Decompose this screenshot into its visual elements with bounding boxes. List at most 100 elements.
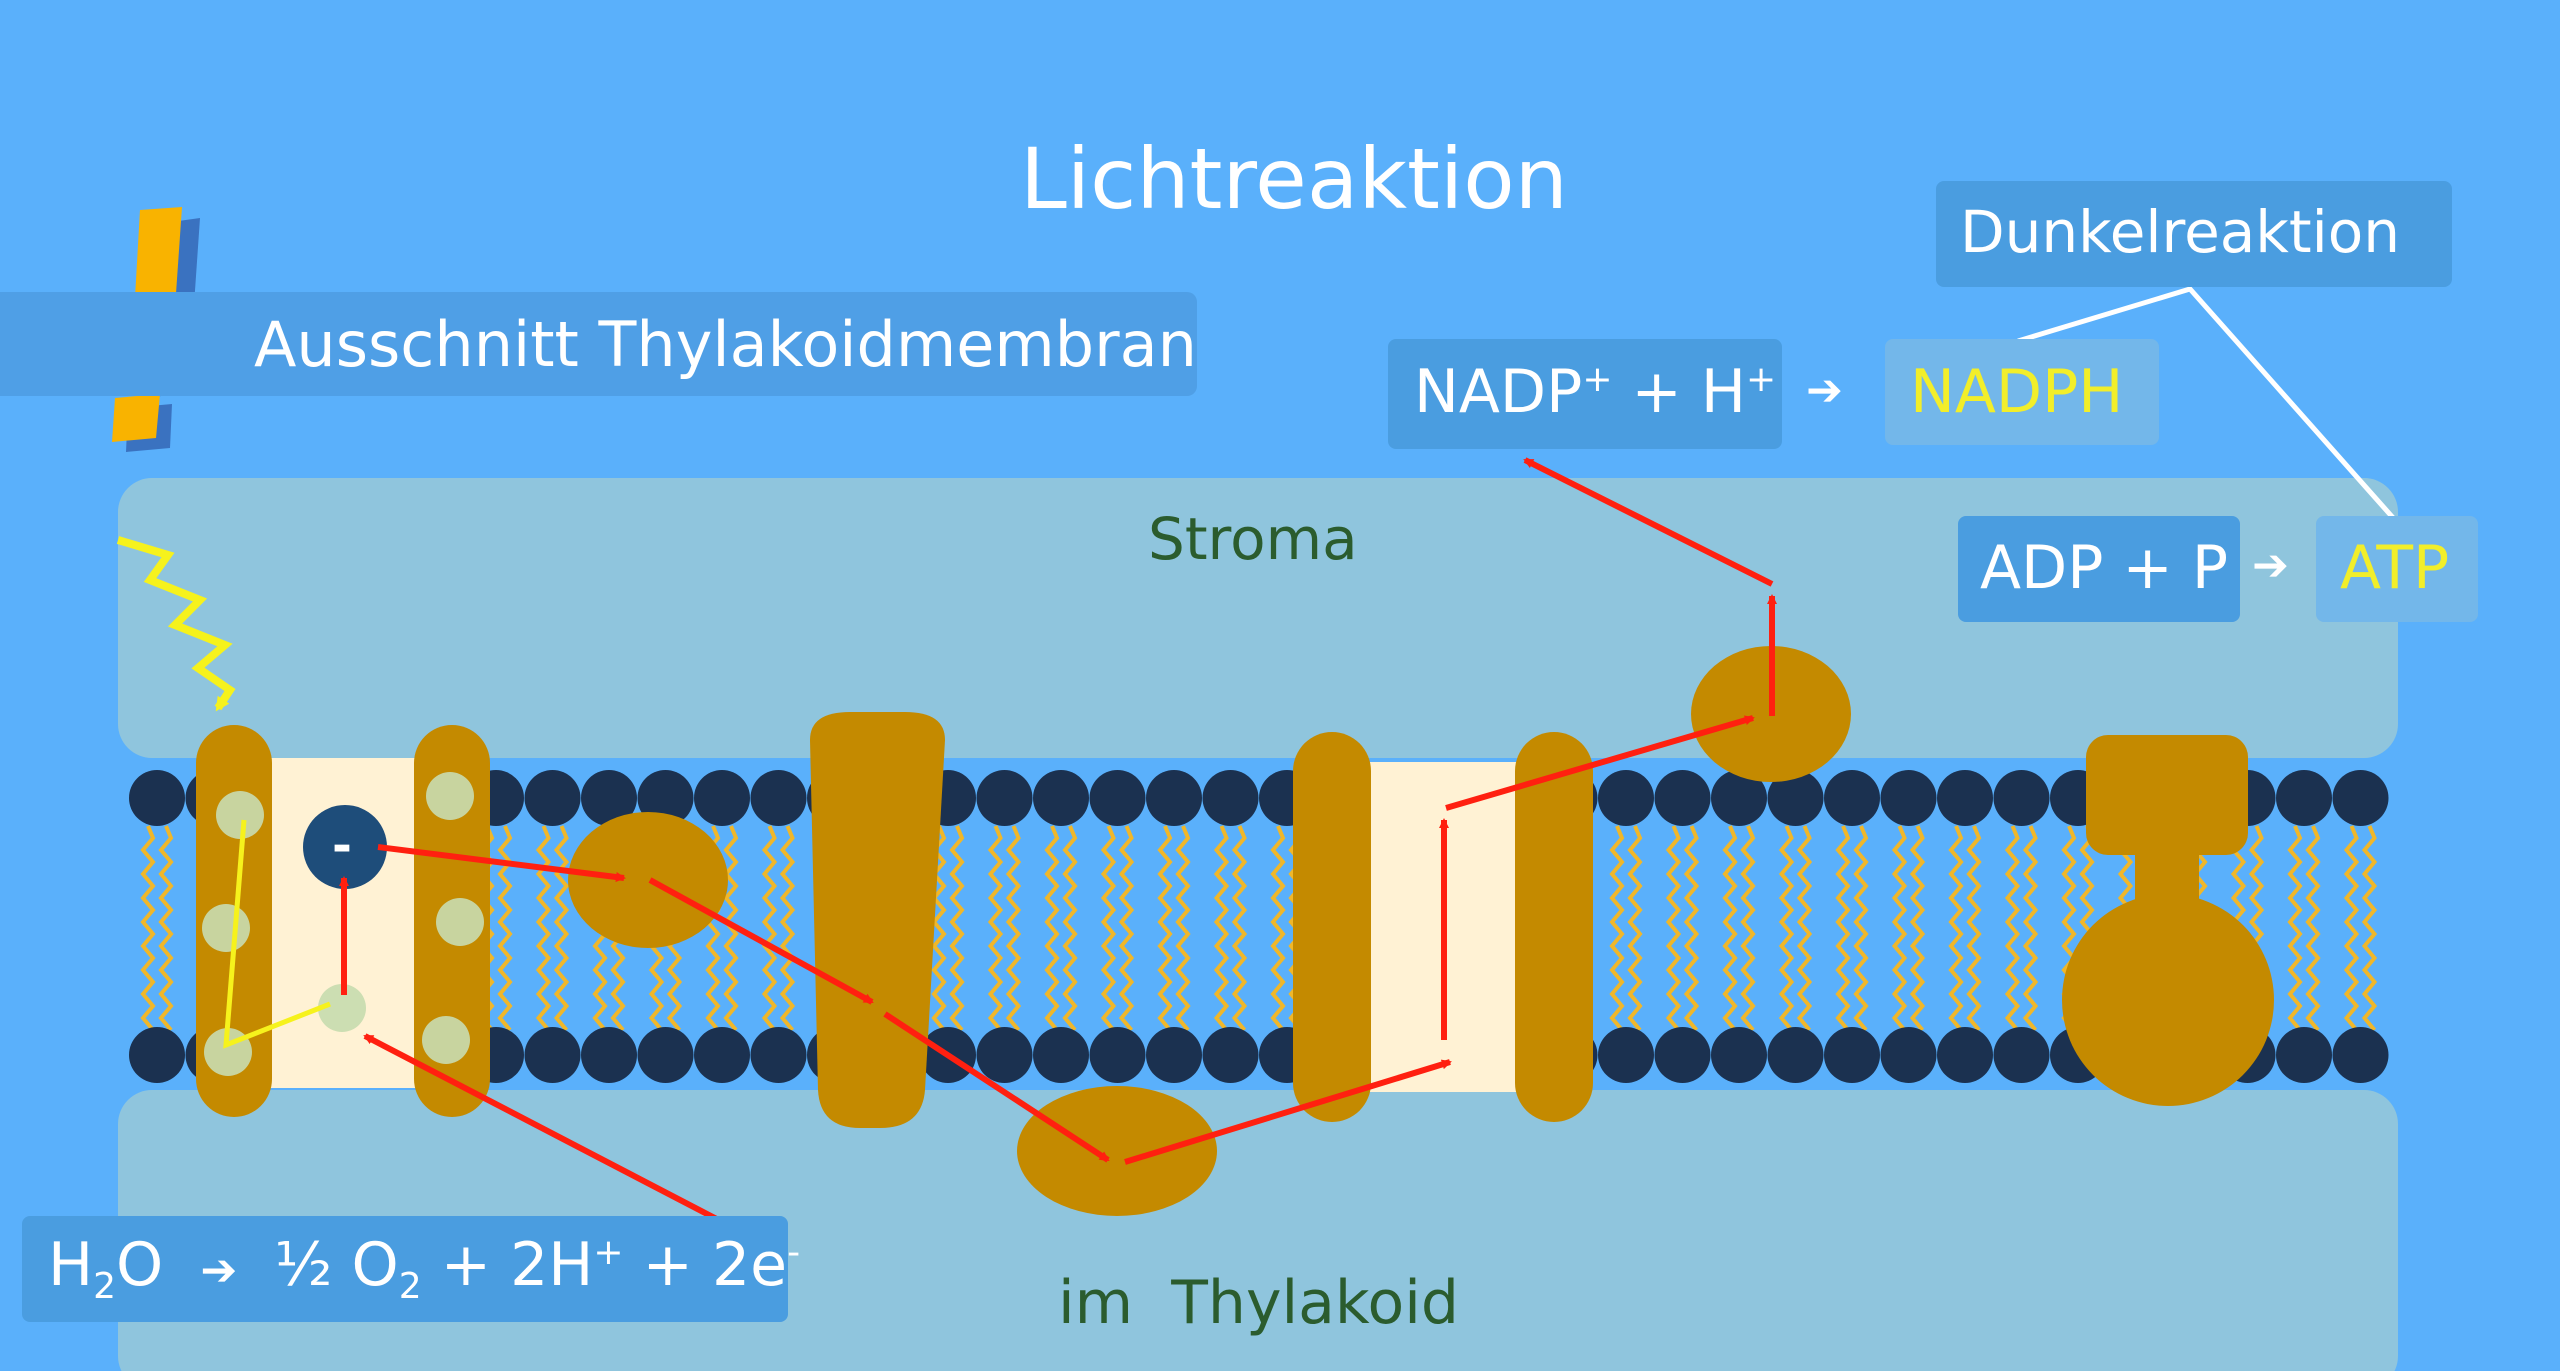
electron-circle bbox=[303, 805, 387, 889]
photosystem-i-left-pillar bbox=[1293, 732, 1371, 1122]
electron-charge: - bbox=[787, 1232, 801, 1273]
water-equation-box bbox=[22, 1216, 788, 1322]
water-electron-path bbox=[363, 1033, 736, 1231]
electron-path-2 bbox=[377, 844, 626, 882]
lipid-head bbox=[1202, 1027, 1259, 1083]
nadp-charge: + bbox=[1582, 359, 1613, 400]
nadph-product: NADPH bbox=[1910, 357, 2124, 427]
lipid-tail bbox=[1213, 825, 1230, 1032]
lipid-tail bbox=[1891, 825, 1908, 1032]
lipid-tail bbox=[497, 825, 513, 1032]
proton-charge: + bbox=[593, 1232, 624, 1273]
excerpt-label: Ausschnitt Thylakoidmembran bbox=[254, 308, 1197, 381]
lipid-head bbox=[2332, 770, 2389, 826]
excerpt-label-box bbox=[0, 292, 1197, 396]
electron-path-7 bbox=[1445, 715, 1755, 811]
lightning-icon bbox=[116, 536, 236, 712]
lipid-tail bbox=[2287, 825, 2303, 1032]
lipid-tail bbox=[1609, 825, 1625, 1032]
atp-arrow-icon: ➔ bbox=[2252, 540, 2289, 591]
energy-transfer-path bbox=[223, 819, 331, 1049]
water-h-subscript: 2 bbox=[93, 1266, 117, 1307]
oxygen-half: ½ O bbox=[274, 1230, 399, 1300]
lipid-head bbox=[2276, 770, 2332, 826]
lipid-head bbox=[1880, 1027, 1937, 1083]
reaction-center-dot bbox=[318, 984, 366, 1032]
lipid-tail bbox=[987, 825, 1004, 1032]
water-h: H bbox=[48, 1230, 94, 1300]
lipid-tail bbox=[949, 825, 965, 1032]
electron-path-3 bbox=[648, 877, 874, 1005]
lipid-tail bbox=[1948, 825, 1964, 1032]
water-equation: H2O ➔ ½ O2 + 2H+ + 2e- bbox=[48, 1230, 800, 1307]
lipid-head bbox=[637, 1027, 694, 1083]
cytochrome-complex bbox=[810, 712, 945, 1128]
pigment-dot bbox=[216, 791, 264, 839]
lipid-head bbox=[1824, 770, 1880, 826]
lipid-tail bbox=[1100, 825, 1117, 1032]
lipid-head bbox=[581, 1027, 637, 1083]
lipid-head bbox=[1937, 1027, 1993, 1083]
adp-box bbox=[1958, 516, 2240, 622]
plastoquinone bbox=[568, 812, 728, 948]
nadp-arrow-icon: ➔ bbox=[1806, 365, 1843, 416]
lipid-tail bbox=[535, 825, 552, 1032]
dunkelreaktion-label: Dunkelreaktion bbox=[1960, 198, 2400, 266]
lipid-head bbox=[524, 1027, 581, 1083]
lipid-tail bbox=[779, 825, 796, 1032]
lipid-head bbox=[1767, 770, 1824, 826]
lipid-tail bbox=[723, 825, 739, 1032]
lipid-head bbox=[2332, 1027, 2389, 1083]
lipid-tail bbox=[2343, 825, 2360, 1032]
electron-symbol: - bbox=[332, 818, 352, 874]
lipid-tail bbox=[2022, 825, 2039, 1032]
lipid-head bbox=[694, 1027, 750, 1083]
lipid-head bbox=[1033, 1027, 1089, 1083]
lipid-head bbox=[1089, 1027, 1146, 1083]
lipid-tail bbox=[2361, 825, 2378, 1032]
atp-box bbox=[2316, 516, 2478, 622]
pigment-dot bbox=[422, 1016, 470, 1064]
lipid-head bbox=[1598, 770, 1654, 826]
nadph-box bbox=[1885, 339, 2159, 445]
electrons: + 2e bbox=[623, 1230, 788, 1300]
stroma-label: Stroma bbox=[1148, 505, 1358, 573]
lipid-tail bbox=[1835, 825, 1851, 1032]
lipid-head bbox=[581, 770, 637, 826]
lipid-head bbox=[1033, 770, 1089, 826]
lipid-heads bbox=[129, 770, 2389, 1083]
lipid-tail bbox=[931, 825, 947, 1032]
lipid-tail bbox=[1796, 825, 1813, 1032]
lipid-head bbox=[1089, 770, 1146, 826]
lipid-head bbox=[129, 1027, 185, 1083]
water-o: O bbox=[116, 1230, 164, 1300]
lipid-tail bbox=[1966, 825, 1982, 1032]
lipid-tail bbox=[1157, 825, 1173, 1032]
nadp-plus-h: + H bbox=[1612, 357, 1747, 427]
pigment-dot bbox=[202, 904, 250, 952]
lipid-head bbox=[1654, 770, 1711, 826]
lipid-tail bbox=[1722, 825, 1738, 1032]
electron-path-5 bbox=[1124, 1059, 1452, 1165]
lipid-head bbox=[1993, 1027, 2050, 1083]
lipid-tail bbox=[158, 825, 174, 1032]
lipid-tail bbox=[1627, 825, 1643, 1032]
lipid-tail bbox=[2004, 825, 2021, 1032]
lipid-head bbox=[1146, 770, 1202, 826]
h-charge: + bbox=[1746, 359, 1777, 400]
lipid-tail bbox=[553, 825, 570, 1032]
lipid-head bbox=[1654, 1027, 1711, 1083]
lipid-head bbox=[976, 770, 1033, 826]
lipid-tail bbox=[1062, 825, 1078, 1032]
plastocyanin bbox=[1017, 1086, 1217, 1216]
lipid-tail bbox=[1118, 825, 1135, 1032]
photosystem-i-right-pillar bbox=[1515, 732, 1593, 1122]
protons: + 2H bbox=[421, 1230, 594, 1300]
lipid-tail bbox=[1740, 825, 1756, 1032]
lipid-head bbox=[750, 770, 807, 826]
lipid-tail bbox=[1231, 825, 1248, 1032]
page-title: Lichtreaktion bbox=[1020, 130, 1568, 228]
lipid-head bbox=[1598, 1027, 1654, 1083]
pigment-dot bbox=[436, 898, 484, 946]
